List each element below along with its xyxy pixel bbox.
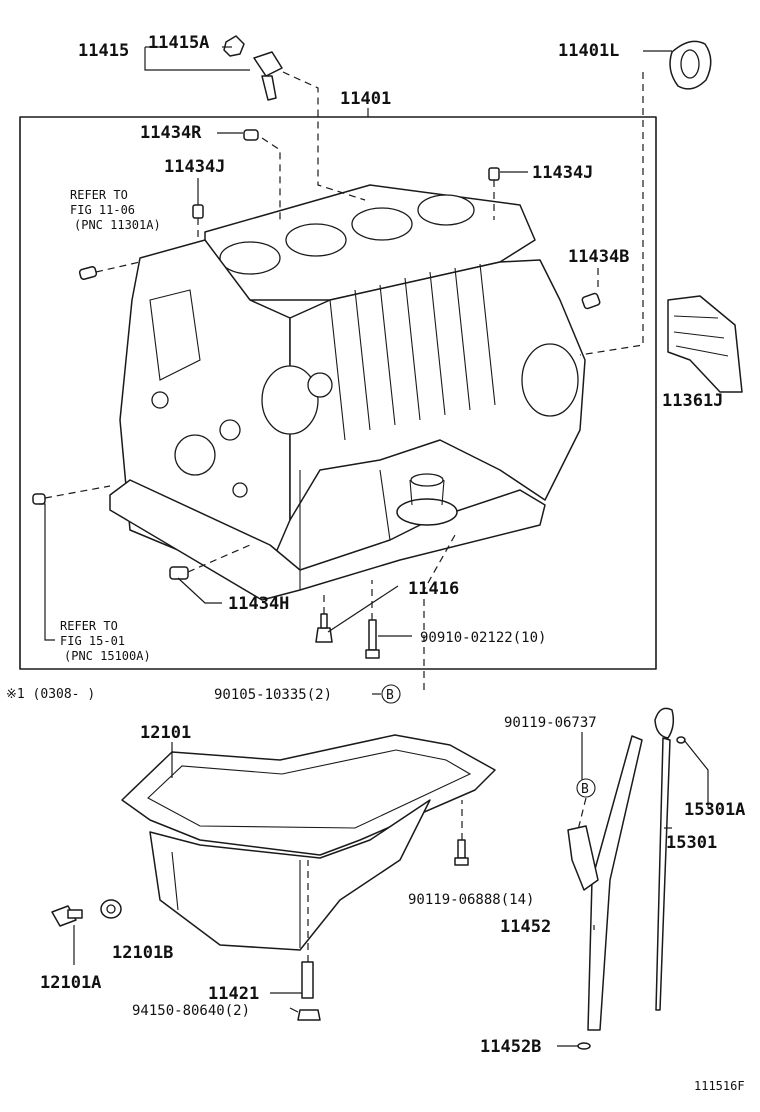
union-11415-drawing [253, 51, 283, 101]
circle-b-text-lower: B [581, 782, 589, 797]
figure-id: 111516F [694, 1079, 745, 1093]
pin-11434B-drawing [581, 292, 601, 310]
plug-11416-drawing [315, 613, 333, 643]
label-11415[interactable]: 11415 [78, 41, 129, 61]
cover-11361J-drawing [667, 295, 743, 393]
pin-11434H-drawing [169, 566, 189, 580]
label-15301[interactable]: 15301 [666, 833, 717, 853]
label-12101A[interactable]: 12101A [40, 973, 101, 993]
circle-b-text-upper: B [386, 688, 394, 703]
oring-11452B-drawing [577, 1042, 591, 1050]
cylinder-block-drawing [109, 184, 586, 601]
footnote: ※1 (0308- ) [6, 687, 95, 702]
label-90119-06737[interactable]: 90119-06737 [504, 715, 597, 731]
label-11434J-right[interactable]: 11434J [532, 163, 593, 183]
label-11361J[interactable]: 11361J [662, 391, 723, 411]
label-11434R[interactable]: 11434R [140, 123, 202, 143]
pin-refer-lower-drawing [32, 493, 46, 505]
label-11401[interactable]: 11401 [340, 89, 391, 109]
oring-15301A-drawing [676, 736, 686, 744]
refer-note-2-line2: FIG 15-01 [60, 634, 125, 648]
refer-note-2-line1: REFER TO [60, 619, 118, 633]
stud-11421-drawing [301, 961, 314, 999]
nut-94150-drawing [297, 1009, 321, 1021]
bolt-90119-06888-drawing [454, 839, 469, 866]
refer-note-1-line2: FIG 11-06 [70, 203, 135, 217]
circle-b-mark-upper [381, 684, 401, 704]
pin-refer-left-drawing [78, 266, 98, 280]
label-12101B[interactable]: 12101B [112, 943, 173, 963]
gasket-12101B-drawing [100, 899, 122, 919]
label-11401L[interactable]: 11401L [558, 41, 619, 61]
label-11421[interactable]: 11421 [208, 984, 259, 1004]
label-90910-02122[interactable]: 90910-02122(10) [420, 630, 546, 646]
label-11434B[interactable]: 11434B [568, 247, 629, 267]
refer-note-1-line1: REFER TO [70, 188, 128, 202]
label-12101[interactable]: 12101 [140, 723, 191, 743]
label-11452[interactable]: 11452 [500, 917, 551, 937]
seal-11401L-drawing [669, 40, 712, 90]
oil-pan-drawing [121, 734, 496, 951]
label-11434J-left[interactable]: 11434J [164, 157, 225, 177]
refer-note-1-line3: (PNC 11301A) [74, 218, 161, 232]
dipstick-15301-drawing [654, 707, 675, 1011]
label-11434H[interactable]: 11434H [228, 594, 289, 614]
label-90119-06888[interactable]: 90119-06888(14) [408, 892, 534, 908]
plug-11415A-drawing [223, 35, 245, 57]
label-15301A[interactable]: 15301A [684, 800, 745, 820]
refer-note-2-line3: (PNC 15100A) [64, 649, 151, 663]
label-90105-10335[interactable]: 90105-10335(2) [214, 687, 332, 703]
label-11415A[interactable]: 11415A [148, 33, 209, 53]
drain-plug-12101A-drawing [51, 905, 83, 927]
circle-b-mark-lower [576, 778, 596, 798]
bolt-90910-drawing [365, 619, 380, 659]
label-11452B[interactable]: 11452B [480, 1037, 541, 1057]
dipstick-guide-11452-drawing [567, 735, 643, 1031]
pin-11434J-left-drawing [192, 204, 204, 219]
pin-11434R-drawing [243, 129, 259, 141]
block-frame [19, 116, 657, 670]
label-11416[interactable]: 11416 [408, 579, 459, 599]
pin-11434J-right-drawing [488, 167, 500, 181]
label-94150-80640[interactable]: 94150-80640(2) [132, 1003, 250, 1019]
